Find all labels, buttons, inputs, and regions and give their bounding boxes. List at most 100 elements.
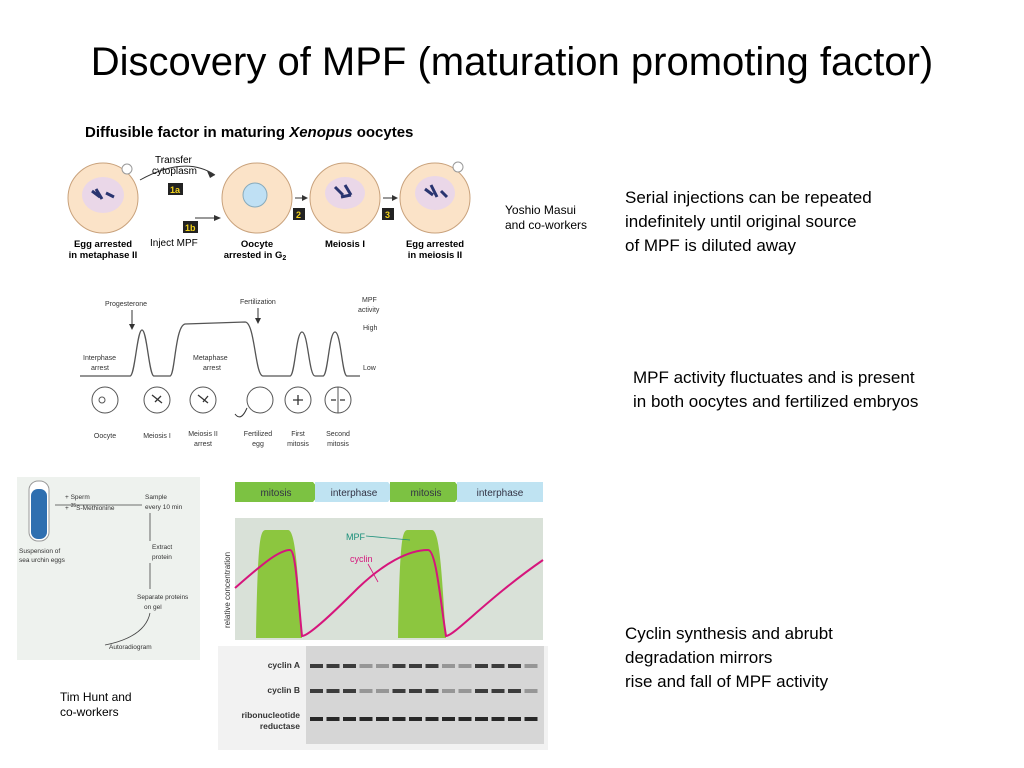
stage-meiosis-ii-label: Meiosis II: [188, 431, 218, 438]
gel-band: [392, 689, 406, 693]
gel-band: [491, 717, 505, 721]
gel-band: [359, 689, 373, 693]
metaphase-arrest-label-2: arrest: [203, 365, 221, 372]
sample-interval-label: every 10 min: [145, 504, 183, 511]
gel-band: [491, 689, 505, 693]
mpf-fluctuation-note: MPF activity fluctuates and is present i…: [633, 368, 919, 411]
gel-band: [524, 689, 538, 693]
stage-meiosis-i-label: Meiosis I: [143, 433, 171, 440]
mpf-activity-figure: Progesterone Fertilization MPF activity …: [80, 297, 380, 448]
protein-label: protein: [152, 554, 172, 561]
egg-meiosis-ii-cell: [399, 161, 471, 234]
gel-band: [326, 717, 340, 721]
gel-band: [310, 717, 323, 721]
interphase-arrest-label: Interphase: [83, 355, 116, 362]
gel-band: [326, 664, 340, 668]
stage-first-mitosis-label: mitosis: [287, 441, 309, 448]
y-axis-label: relative concentration: [223, 552, 232, 628]
phase-mitosis-1: mitosis: [260, 488, 291, 499]
gel-band: [343, 717, 356, 721]
oocyte-label: Oocyte: [241, 239, 273, 250]
oocyte-cell: [221, 162, 293, 234]
hunt-credit: Tim Hunt and co-workers: [60, 690, 132, 719]
gel-band: [458, 717, 472, 721]
progesterone-label: Progesterone: [105, 301, 147, 308]
gel-band: [359, 664, 373, 668]
fig1-heading: Diffusible factor in maturing Xenopus oo…: [85, 124, 413, 141]
stage-second-label: Second: [326, 431, 350, 438]
gel-band: [326, 689, 340, 693]
test-tube-icon: [31, 489, 47, 539]
egg-metaphase-cell: [67, 162, 139, 234]
transfer-arrow: [139, 165, 216, 181]
mpf-peak-2: [398, 530, 446, 638]
cyclin-a-label: cyclin A: [268, 660, 300, 670]
gel-bands: [310, 664, 538, 721]
gel-band: [409, 664, 422, 668]
meiosis-ii-label: in meiosis II: [408, 250, 462, 261]
autoradiogram-label: Autoradiogram: [109, 644, 152, 651]
gel-band: [508, 689, 521, 693]
stage-arrest-label: arrest: [194, 441, 212, 448]
gel-band: [425, 664, 439, 668]
sample-label: Sample: [145, 494, 167, 501]
metaphase-ii-label: in metaphase II: [69, 250, 138, 261]
gel-band: [425, 717, 439, 721]
suspension-label: Suspension of: [19, 548, 60, 555]
stage-fertilized-label: Fertilized: [244, 431, 273, 438]
gel-band: [442, 689, 455, 693]
stage-second-mitosis-label: mitosis: [327, 441, 349, 448]
step-3-badge: 3: [385, 210, 390, 220]
low-label: Low: [363, 365, 377, 372]
mpf-series-label: MPF: [346, 532, 366, 542]
reductase-label: reductase: [260, 721, 300, 731]
gel-band: [392, 664, 406, 668]
gel-band: [409, 689, 422, 693]
mpf-peak-1: [256, 530, 302, 638]
cyclin-b-label: cyclin B: [267, 685, 300, 695]
cytoplasm-label: cytoplasm: [152, 166, 197, 177]
gel-band: [310, 664, 323, 668]
gel-band: [343, 689, 356, 693]
gel-band: [491, 664, 505, 668]
gel-band: [475, 664, 488, 668]
phase-mitosis-2: mitosis: [410, 488, 441, 499]
separate-proteins-label: Separate proteins: [137, 594, 189, 601]
egg-arrested-label: Egg arrested: [74, 239, 132, 250]
transfer-label: Transfer: [155, 155, 193, 166]
mpf-activity-label: MPF: [362, 297, 377, 304]
metaphase-arrest-label: Metaphase: [193, 355, 228, 362]
sea-urchin-eggs-label: sea urchin eggs: [19, 557, 66, 564]
meiosis-i-label: Meiosis I: [325, 239, 365, 250]
cyclin-curve: [234, 548, 544, 638]
gel-band: [376, 717, 389, 721]
gel-band: [409, 717, 422, 721]
egg-arrested-2-label: Egg arrested: [406, 239, 464, 250]
gel-band: [458, 664, 472, 668]
fertilized-egg-icon: [246, 386, 274, 414]
inject-mpf-label: Inject MPF: [150, 238, 198, 249]
gel-band: [508, 717, 521, 721]
gel-band: [425, 689, 439, 693]
gel-band: [475, 689, 488, 693]
sea-urchin-protocol-figure: + Sperm + 35S-Methionine Sample every 10…: [17, 477, 200, 660]
slide-title: Discovery of MPF (maturation promoting f…: [90, 40, 934, 84]
gel-band: [359, 717, 373, 721]
gel-band: [475, 717, 488, 721]
gel-band: [458, 689, 472, 693]
gel-band: [524, 717, 538, 721]
extract-label: Extract: [152, 544, 172, 551]
step-1b-badge: 1b: [185, 223, 196, 233]
arrested-g2-label: arrested in G2: [224, 250, 287, 262]
cell-cycle-phase-bar: mitosis interphase mitosis interphase: [235, 482, 543, 502]
gel-band: [442, 664, 455, 668]
phase-interphase-1: interphase: [331, 488, 378, 499]
gel-band: [508, 664, 521, 668]
gel-band: [442, 717, 455, 721]
ribonucleotide-label: ribonucleotide: [241, 710, 300, 720]
gel-band: [376, 689, 389, 693]
stage-egg-label: egg: [252, 441, 264, 448]
masui-credit: Yoshio Masui and co-workers: [505, 203, 588, 232]
high-label: High: [363, 325, 378, 332]
step-1a-badge: 1a: [170, 185, 181, 195]
